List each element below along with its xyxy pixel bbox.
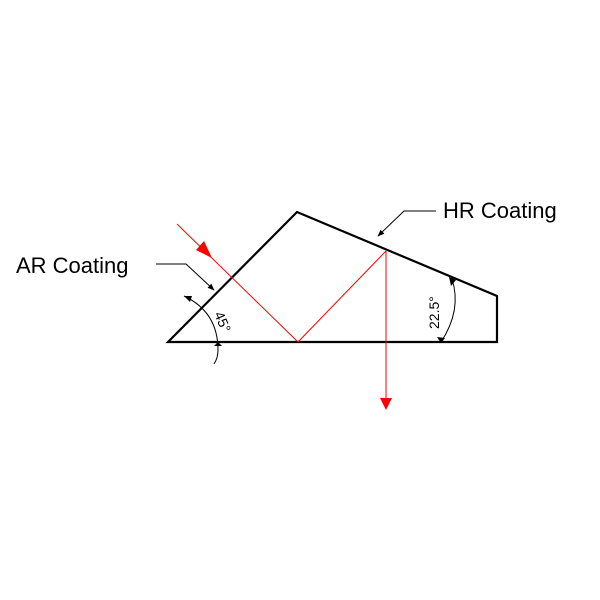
output-beam-arrowhead — [380, 398, 392, 410]
hr-coating-leader — [377, 210, 436, 237]
angle-45-arrowhead-bottom — [214, 342, 222, 346]
ar-coating-label: AR Coating — [16, 253, 129, 278]
angle-22-5-arrowhead-top — [449, 277, 456, 286]
reflected-beam — [297, 250, 387, 343]
angle-22-5-arrowhead-bottom — [437, 337, 445, 343]
incident-beam-arrowhead — [196, 241, 212, 258]
incident-beam — [176, 223, 299, 343]
prism-outline — [165, 210, 499, 344]
ar-coating-leader — [156, 263, 215, 291]
angle-22-5-label: 22.5° — [426, 296, 442, 329]
angle-45-arrowhead-top — [184, 296, 192, 302]
angle-22-5-arc — [440, 278, 456, 343]
hr-coating-label: HR Coating — [443, 198, 557, 223]
angle-45-label: 45° — [211, 309, 234, 335]
angle-45-extension — [213, 349, 219, 365]
